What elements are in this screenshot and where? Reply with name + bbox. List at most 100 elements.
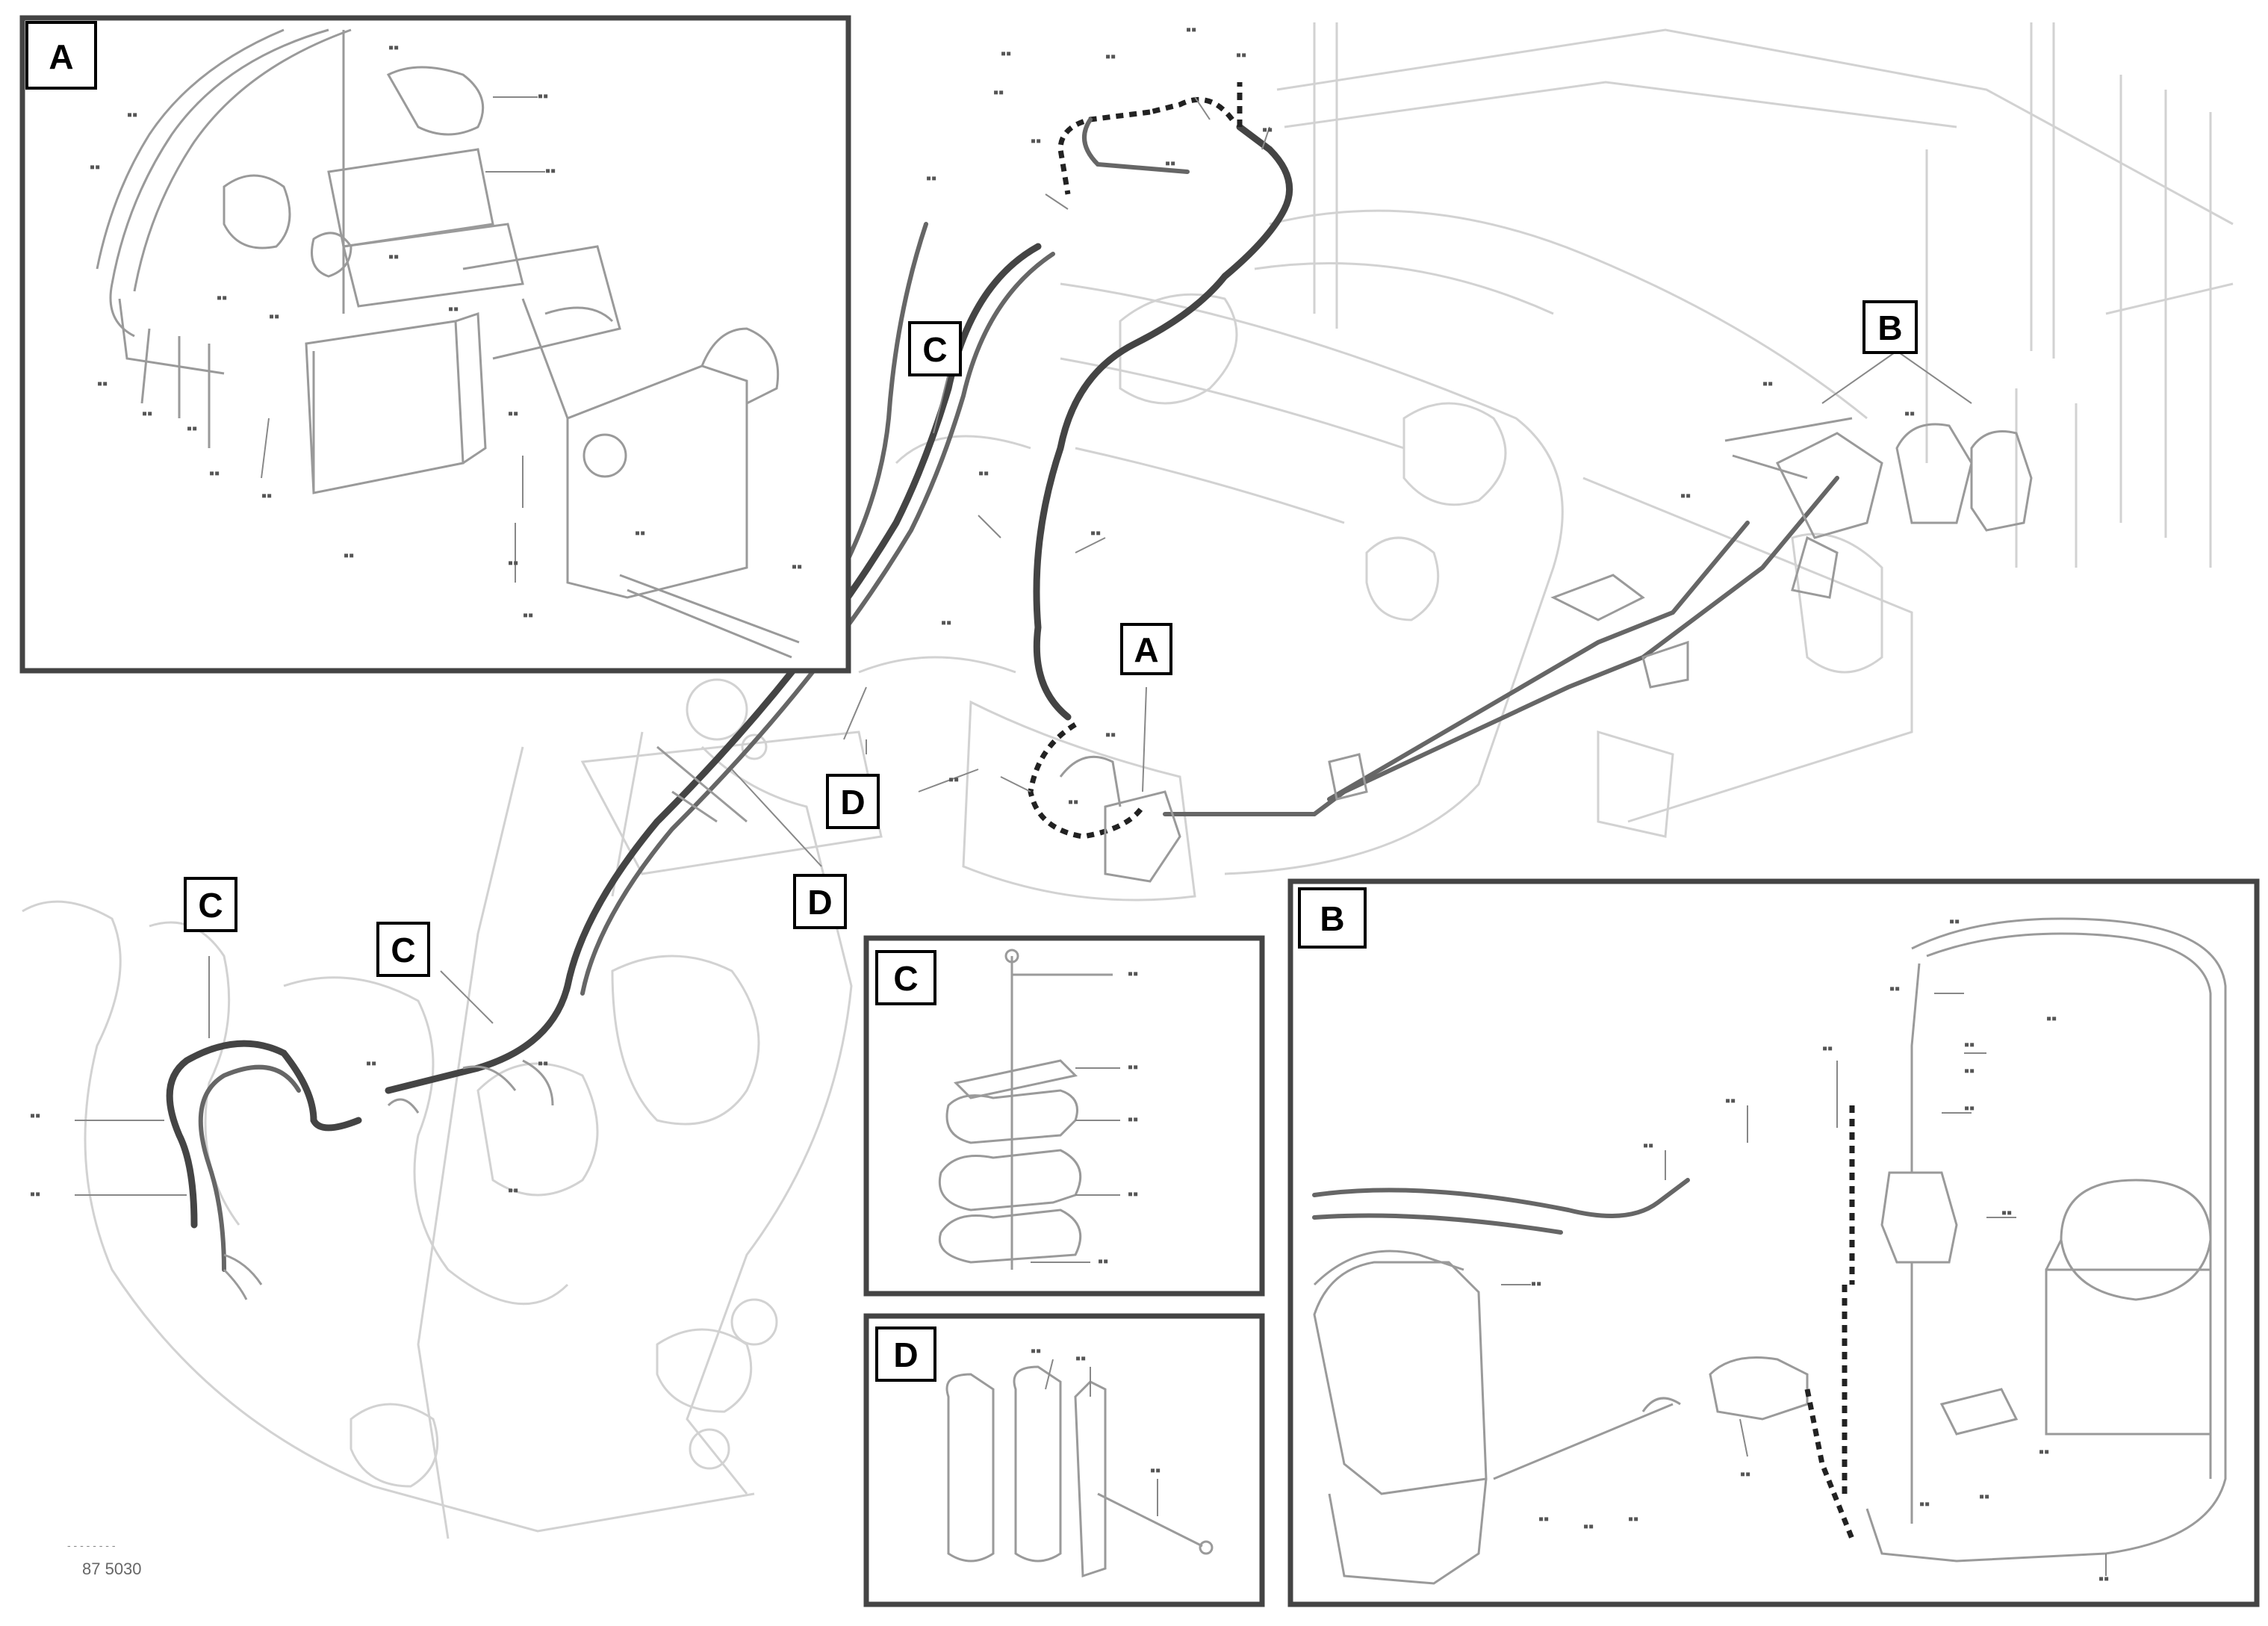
inset-a-part-numbers: ▪▪ ▪▪ ▪▪ ▪▪ ▪▪ ▪▪ ▪▪ ▪▪ ▪▪ ▪▪ ▪▪ ▪▪ ▪▪ ▪… xyxy=(90,40,802,624)
view-tag-c-mid: C xyxy=(376,922,430,977)
svg-text:B: B xyxy=(1877,308,1902,347)
svg-text:▪▪: ▪▪ xyxy=(1128,1186,1138,1203)
view-tag-a: A xyxy=(1120,623,1172,675)
view-tag-b: B xyxy=(1862,300,1918,354)
svg-text:▪▪: ▪▪ xyxy=(792,559,802,575)
svg-text:▪▪: ▪▪ xyxy=(97,376,108,392)
inset-c: C ▪▪ ▪▪ ▪▪ ▪▪ ▪▪ xyxy=(863,935,1265,1297)
svg-text:D: D xyxy=(807,883,832,922)
svg-text:▪▪: ▪▪ xyxy=(926,170,936,187)
svg-text:▪▪: ▪▪ xyxy=(1128,1059,1138,1076)
svg-text:▪▪: ▪▪ xyxy=(1538,1511,1549,1527)
svg-text:87 5030: 87 5030 xyxy=(82,1560,142,1578)
svg-text:▪▪: ▪▪ xyxy=(538,1055,548,1072)
svg-text:▪▪: ▪▪ xyxy=(1531,1276,1541,1292)
svg-text:▪▪: ▪▪ xyxy=(1583,1518,1594,1535)
svg-text:▪▪: ▪▪ xyxy=(2098,1571,2109,1587)
inset-b-drawing xyxy=(1312,917,2227,1585)
inset-c-drawing xyxy=(938,949,1120,1270)
svg-text:▪▪: ▪▪ xyxy=(1236,47,1246,63)
svg-text:▪▪: ▪▪ xyxy=(1075,1350,1086,1367)
svg-text:▪▪: ▪▪ xyxy=(90,159,100,176)
svg-text:▪▪: ▪▪ xyxy=(1889,981,1900,997)
svg-text:▪▪: ▪▪ xyxy=(1001,46,1011,62)
inset-b-part-numbers: ▪▪ ▪▪ ▪▪ ▪▪ ▪▪ ▪▪ ▪▪ ▪▪ ▪▪ ▪▪ ▪▪ ▪▪ ▪▪ ▪… xyxy=(1531,913,2109,1587)
svg-text:D: D xyxy=(840,783,865,822)
svg-text:▪▪: ▪▪ xyxy=(30,1108,40,1124)
svg-text:▪▪: ▪▪ xyxy=(142,406,152,422)
view-tag-c-top: C xyxy=(908,321,962,376)
view-tag-d-left: D xyxy=(826,774,880,829)
svg-text:▪▪: ▪▪ xyxy=(1165,155,1175,172)
svg-text:▪▪: ▪▪ xyxy=(1105,727,1116,743)
inset-a-tag: A xyxy=(25,21,97,90)
svg-text:▪▪: ▪▪ xyxy=(261,488,272,504)
svg-text:A: A xyxy=(1134,630,1158,669)
svg-text:▪▪: ▪▪ xyxy=(993,84,1004,101)
svg-text:▪▪: ▪▪ xyxy=(2039,1444,2049,1460)
svg-text:▪▪: ▪▪ xyxy=(1031,133,1041,149)
svg-text:▪▪: ▪▪ xyxy=(344,547,354,564)
leader-lines xyxy=(75,96,1972,1196)
inset-c-part-numbers: ▪▪ ▪▪ ▪▪ ▪▪ ▪▪ xyxy=(1098,966,1138,1270)
inset-a-drawing xyxy=(96,28,800,659)
inset-b-tag: B xyxy=(1298,887,1367,949)
svg-text:▪▪: ▪▪ xyxy=(1680,488,1691,504)
svg-text:▪▪: ▪▪ xyxy=(508,555,518,571)
svg-text:D: D xyxy=(893,1335,918,1374)
svg-text:▪▪: ▪▪ xyxy=(1628,1511,1638,1527)
svg-text:▪▪: ▪▪ xyxy=(217,290,227,306)
svg-text:▪▪: ▪▪ xyxy=(1904,406,1915,422)
svg-text:▪▪: ▪▪ xyxy=(1740,1466,1750,1483)
inset-b: B xyxy=(1287,878,2260,1607)
svg-text:▪▪: ▪▪ xyxy=(1105,49,1116,65)
svg-text:▪▪: ▪▪ xyxy=(545,163,556,179)
svg-text:▪▪: ▪▪ xyxy=(1822,1040,1833,1057)
svg-text:▪▪: ▪▪ xyxy=(209,465,220,482)
svg-text:▪▪: ▪▪ xyxy=(1098,1253,1108,1270)
svg-text:▪▪: ▪▪ xyxy=(269,308,279,325)
svg-text:▪▪: ▪▪ xyxy=(1964,1037,1975,1053)
svg-text:▪▪: ▪▪ xyxy=(1919,1496,1930,1512)
svg-text:▪▪: ▪▪ xyxy=(1949,913,1960,930)
inset-a: A ▪▪ xyxy=(19,15,851,674)
svg-text:B: B xyxy=(1320,899,1344,938)
svg-text:▪▪: ▪▪ xyxy=(30,1186,40,1203)
part-number-labels-main: ▪▪ ▪▪ ▪▪ ▪▪ ▪▪ ▪▪ ▪▪ ▪▪ ▪▪ ▪▪ ▪▪ ▪▪ ▪▪ ▪… xyxy=(30,22,1915,1203)
svg-text:C: C xyxy=(893,959,918,998)
svg-text:▪▪: ▪▪ xyxy=(948,772,959,788)
svg-text:▪▪: ▪▪ xyxy=(1262,122,1273,138)
svg-text:▪▪: ▪▪ xyxy=(127,107,137,123)
svg-text:▪▪: ▪▪ xyxy=(366,1055,376,1072)
svg-text:C: C xyxy=(198,886,223,925)
svg-text:C: C xyxy=(391,931,415,969)
svg-text:▪▪: ▪▪ xyxy=(978,465,989,482)
inset-d-tag: D xyxy=(875,1326,936,1382)
svg-text:▪▪: ▪▪ xyxy=(388,40,399,56)
svg-text:▪▪: ▪▪ xyxy=(1186,22,1196,38)
view-tag-d-right: D xyxy=(793,874,847,929)
svg-text:▪▪: ▪▪ xyxy=(635,525,645,542)
svg-text:▪▪: ▪▪ xyxy=(187,421,197,437)
svg-text:▪▪: ▪▪ xyxy=(508,1182,518,1199)
svg-text:▪▪: ▪▪ xyxy=(941,615,951,631)
svg-text:▪▪: ▪▪ xyxy=(1643,1138,1653,1154)
svg-text:▪▪: ▪▪ xyxy=(1725,1093,1736,1109)
svg-text:▪▪: ▪▪ xyxy=(448,301,459,317)
svg-text:▪▪: ▪▪ xyxy=(523,607,533,624)
svg-text:▪▪: ▪▪ xyxy=(1128,966,1138,982)
svg-text:▪▪: ▪▪ xyxy=(1031,1343,1041,1359)
svg-text:▪▪: ▪▪ xyxy=(388,249,399,265)
svg-text:▪▪: ▪▪ xyxy=(1964,1100,1975,1117)
svg-text:▪▪: ▪▪ xyxy=(2046,1011,2057,1027)
inset-d-drawing xyxy=(945,1359,1214,1578)
inset-d: D ▪▪ ▪▪ ▪▪ xyxy=(863,1313,1265,1607)
svg-text:▪▪: ▪▪ xyxy=(1762,376,1773,392)
svg-text:- - - - - - - -: - - - - - - - - xyxy=(67,1539,116,1551)
svg-text:▪▪: ▪▪ xyxy=(1090,525,1101,542)
svg-text:▪▪: ▪▪ xyxy=(508,406,518,422)
svg-text:C: C xyxy=(922,330,947,369)
view-tag-c-left: C xyxy=(184,877,237,932)
footer-reference: - - - - - - - - 87 5030 xyxy=(67,1539,142,1578)
